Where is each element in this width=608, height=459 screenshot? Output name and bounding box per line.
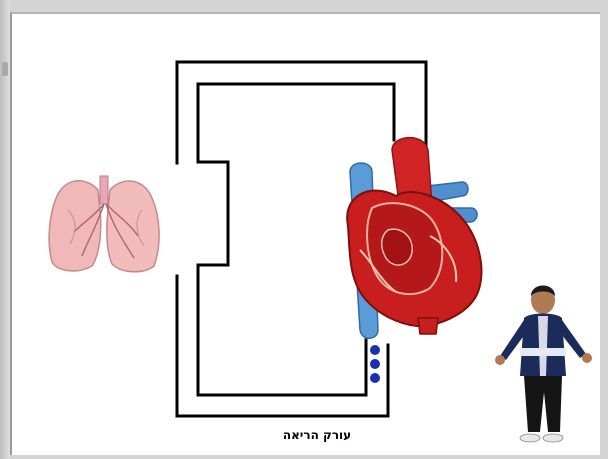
maze-outer-wall-top	[177, 62, 426, 163]
organ-label: עורק הריאה	[262, 428, 372, 442]
blood-cell	[370, 373, 380, 383]
blood-cells	[370, 345, 380, 383]
blood-cell	[370, 359, 380, 369]
heart-image[interactable]	[347, 138, 481, 339]
blood-cell	[370, 345, 380, 355]
boy-character[interactable]	[495, 286, 592, 443]
lungs-image[interactable]	[49, 176, 159, 272]
